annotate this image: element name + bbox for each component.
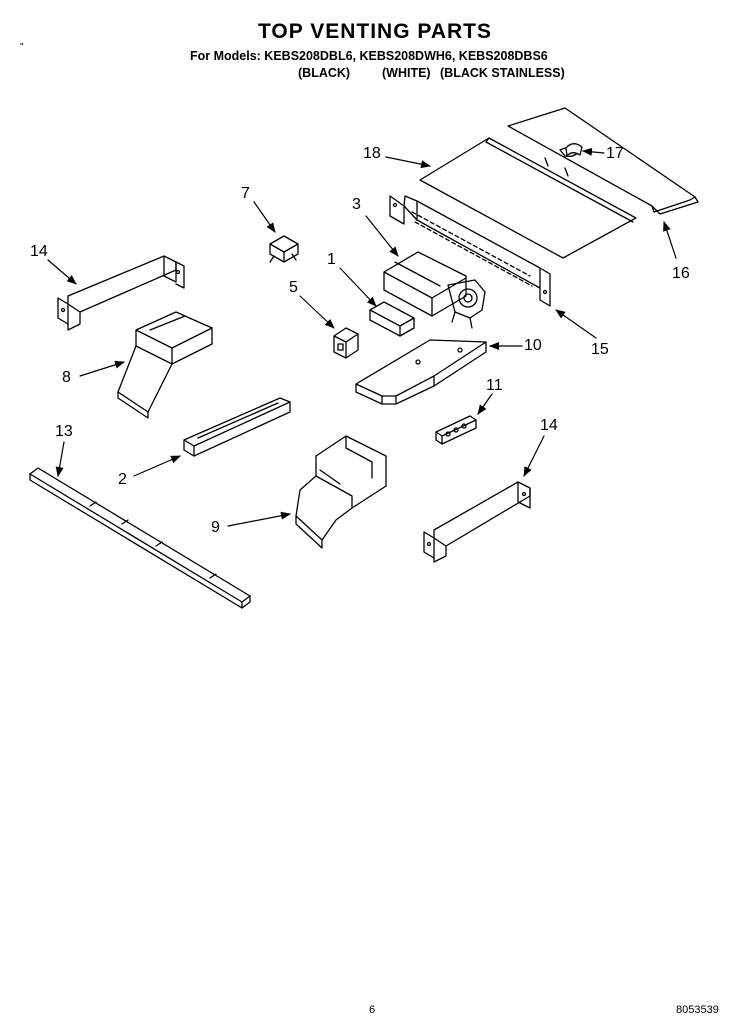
callout-17: 17 [606,145,624,162]
part-15-long-bracket [389,195,551,307]
callout-8: 8 [62,369,71,386]
part-18-top-panel [419,137,637,259]
page-title: TOP VENTING PARTS [257,20,493,43]
part-2-vent-trim [183,397,291,457]
callout-18: 18 [363,145,381,162]
callout-14-right: 14 [540,417,558,434]
callout-16: 16 [672,265,690,282]
part-3-blower-motor [383,251,486,329]
callout-15: 15 [591,341,609,358]
models-line: For Models: KEBS208DBL6, KEBS208DWH6, KE… [190,49,548,63]
part-16-rear-panel [507,107,699,215]
callout-11: 11 [486,377,503,394]
callout-2: 2 [118,471,127,488]
part-14-right-bracket [423,481,531,563]
callout-10: 10 [524,337,542,354]
callout-5: 5 [289,279,298,296]
document-code: 8053539 [676,1004,719,1016]
callout-13: 13 [55,423,73,440]
callout-3: 3 [352,196,361,213]
callout-1: 1 [327,251,336,268]
part-9-duct-bracket [295,435,387,549]
part-8-air-duct [117,311,213,419]
callout-leaders [47,147,677,527]
part-17-clip [565,143,583,157]
part-14-left-bracket [57,255,185,331]
corner-mark: " [20,42,24,53]
part-10-plate [355,339,487,405]
variant-black-stainless: (BLACK STAINLESS) [440,66,565,80]
variant-black: (BLACK) [298,66,351,80]
part-11-terminal-block [435,415,477,445]
part-5-thermostat [333,327,359,359]
callout-7: 7 [241,185,250,202]
callout-9: 9 [211,519,220,536]
part-1-block [369,301,415,337]
part-13-long-strip [29,467,251,609]
callout-14-left: 14 [30,243,48,260]
variant-white: (WHITE) [382,66,431,80]
page-number: 6 [369,1004,376,1016]
part-7-switch [269,235,299,263]
